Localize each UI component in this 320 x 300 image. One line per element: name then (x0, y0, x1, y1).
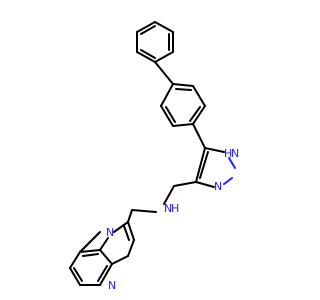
biaryl-bond (154, 61, 174, 85)
pyrazole-nh-h-label: H (224, 147, 232, 160)
pyrazole-ring (195, 147, 236, 188)
pyrazole-n-label: N (214, 180, 222, 193)
methylene-bond-4 (127, 209, 133, 223)
molecule-drawing: N H N N H N N (69, 21, 239, 292)
amine-h-label: H (171, 202, 179, 215)
phenyl-ring-terminal (136, 21, 174, 63)
imidazopyridine-system (69, 221, 135, 286)
imidazo-bridge-n-label: N (106, 226, 114, 239)
amine-n-label: N (164, 202, 172, 215)
methylene-bond-1 (173, 181, 197, 187)
methylene-bond-2 (163, 185, 175, 205)
imidazo-n-label: N (108, 279, 116, 292)
pyrazole-nh-label: N (231, 147, 239, 160)
aryl-pyrazole-bond (192, 123, 206, 149)
structure-canvas: N H N N H N N (69, 21, 239, 292)
phenylene-ring (160, 83, 206, 127)
methylene-bond-3 (131, 209, 157, 213)
